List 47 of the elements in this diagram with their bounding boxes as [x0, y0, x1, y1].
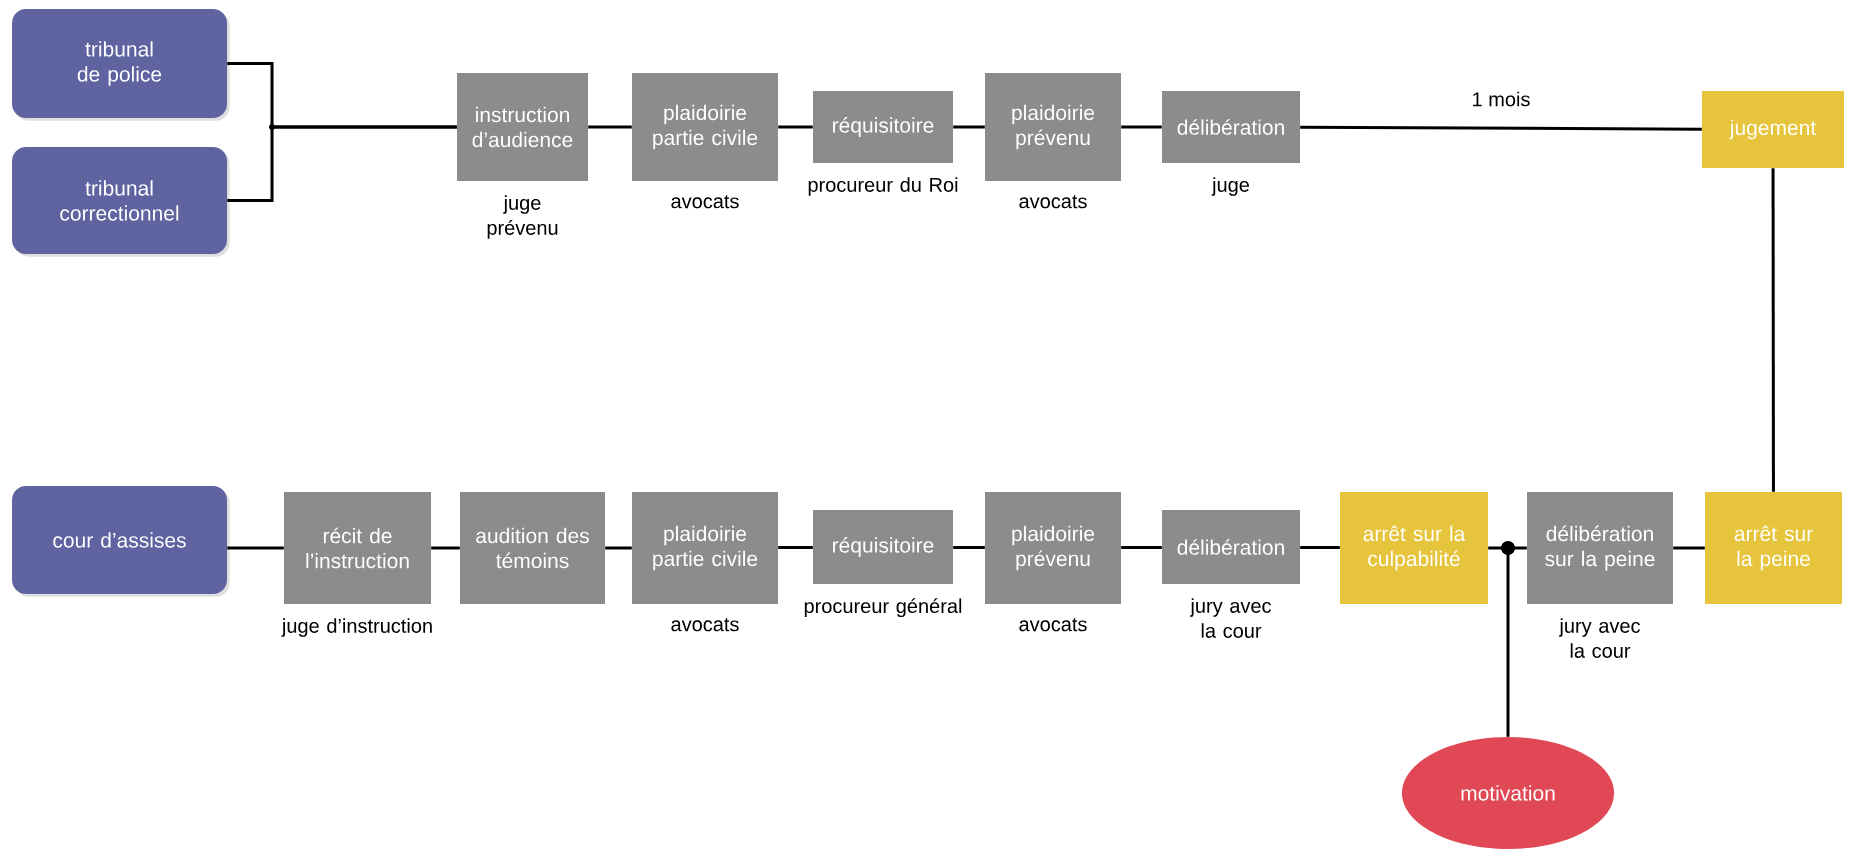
role-text: jury avec la cour	[1189, 598, 1272, 638]
role-text: juge prévenu	[487, 195, 558, 239]
court-box: tribunal de police	[12, 9, 230, 121]
step-box: réquisitoire	[813, 91, 953, 163]
connector-line	[778, 125, 813, 129]
connector-line	[1300, 545, 1340, 550]
connector-line	[588, 125, 632, 129]
role-text: procureur du Roi	[808, 177, 958, 196]
step-box: plaidoirie partie civile	[632, 73, 778, 181]
connector-line	[1121, 545, 1162, 550]
role-text: juge	[1211, 177, 1249, 196]
role-text: juge d’instruction	[281, 618, 432, 637]
role-text: jury avec la cour	[1558, 618, 1641, 658]
step-box: délibération sur la peine	[1527, 492, 1673, 604]
verdict-box: arrêt sur la culpabilité	[1340, 492, 1488, 604]
connector-line	[227, 125, 457, 202]
connector-line	[431, 546, 460, 550]
step-box: délibération	[1162, 510, 1300, 584]
step-box: réquisitoire	[813, 510, 953, 584]
verdict-box: arrêt sur la peine	[1705, 492, 1842, 604]
connector-line	[778, 545, 813, 550]
verdict-box: jugement	[1702, 91, 1844, 168]
step-box: plaidoirie partie civile	[632, 492, 778, 604]
role-text: avocats	[671, 195, 739, 209]
connector-line	[1121, 125, 1162, 129]
connector-line	[1501, 541, 1515, 737]
step-box: récit de l’instruction	[284, 492, 431, 604]
court-box: tribunal correctionnel	[12, 147, 230, 257]
step-box: délibération	[1162, 91, 1300, 163]
connector-line	[953, 545, 985, 550]
connector-line	[227, 546, 284, 550]
court-box: cour d’assises	[12, 486, 230, 597]
role-text: avocats	[1019, 618, 1087, 632]
role-text: procureur général	[804, 598, 962, 618]
connector-line	[953, 125, 985, 129]
connector-line	[1673, 546, 1705, 550]
edge-label: 1 mois	[1469, 89, 1533, 109]
connector-line	[1488, 546, 1527, 550]
role-text: avocats	[1019, 195, 1087, 209]
step-box: plaidoirie prévenu	[985, 492, 1121, 604]
step-box: plaidoirie prévenu	[985, 73, 1121, 181]
role-text: avocats	[671, 618, 739, 632]
connector-line	[605, 546, 632, 550]
step-box: audition des témoins	[460, 492, 605, 604]
connector-line	[1771, 168, 1775, 492]
connector-line	[1300, 125, 1702, 131]
step-box: instruction d’audience	[457, 73, 588, 181]
